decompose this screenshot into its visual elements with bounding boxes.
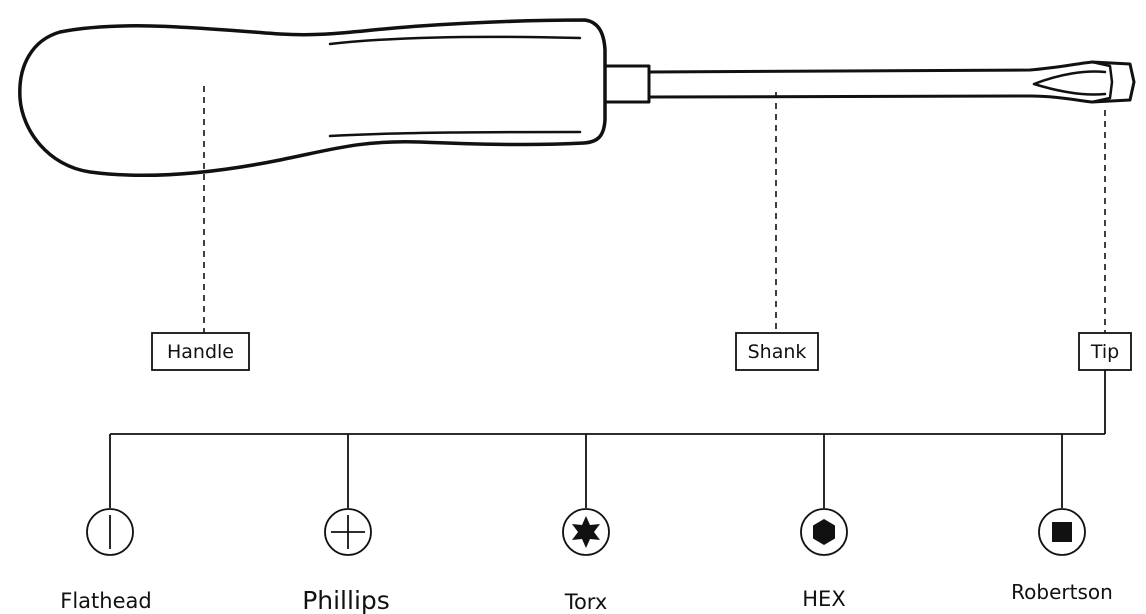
shank-label-box: Shank bbox=[735, 332, 819, 371]
shank-shape bbox=[647, 60, 1136, 104]
tip-label-box: Tip bbox=[1078, 332, 1132, 371]
phillips-label: Phillips bbox=[302, 586, 390, 614]
tip-label: Tip bbox=[1090, 341, 1119, 363]
flathead-slot-icon bbox=[86, 508, 134, 556]
handle-label: Handle bbox=[167, 341, 234, 363]
handle-label-box: Handle bbox=[151, 332, 250, 371]
tip-bevel-inner bbox=[1032, 70, 1107, 96]
flathead-label: Flathead bbox=[60, 589, 151, 613]
screwdriver-illustration bbox=[18, 18, 1136, 177]
torx-star-icon bbox=[562, 508, 610, 556]
shank-label: Shank bbox=[748, 341, 807, 363]
handle-shape bbox=[18, 18, 607, 177]
handle-detail-top bbox=[328, 35, 582, 46]
hex-label: HEX bbox=[802, 587, 845, 611]
tip-bevel bbox=[1090, 60, 1114, 104]
robertson-label: Robertson bbox=[1011, 580, 1113, 604]
hex-hexagon-icon bbox=[800, 508, 848, 556]
tip-types-connector bbox=[109, 370, 1106, 508]
robertson-square-icon bbox=[1038, 508, 1086, 556]
phillips-cross-icon bbox=[324, 508, 372, 556]
leader-lines bbox=[203, 86, 1106, 333]
collar-shape bbox=[603, 64, 651, 104]
handle-detail-bottom bbox=[328, 130, 582, 138]
torx-label: Torx bbox=[564, 590, 608, 614]
